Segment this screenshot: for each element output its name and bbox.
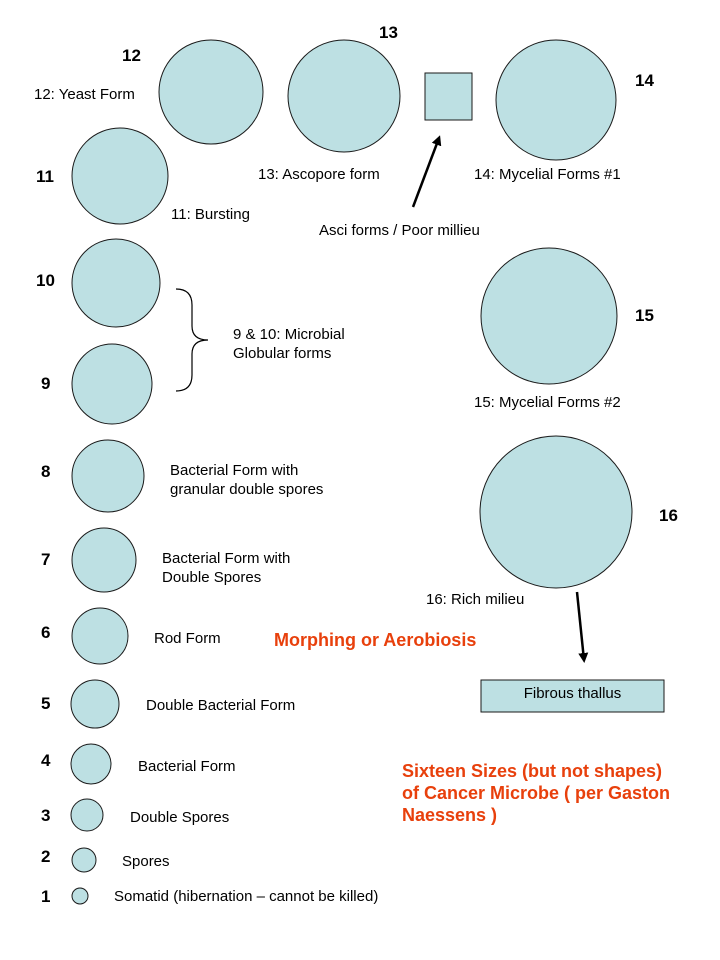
number-13: 13 — [379, 23, 398, 42]
circle-stage-12 — [158, 39, 264, 145]
number-4: 4 — [41, 751, 51, 770]
label-microbial-globular: 9 & 10: Microbial Globular forms — [233, 326, 345, 362]
label-stage-5: Double Bacterial Form — [146, 697, 296, 714]
circle-stage-6 — [71, 607, 129, 665]
number-2: 2 — [41, 847, 51, 866]
label-stage-12: 12: Yeast Form — [34, 86, 135, 103]
arrow-to-fibrous — [575, 591, 589, 663]
number-12: 12 — [122, 46, 141, 65]
circle-stage-9 — [71, 343, 153, 425]
label-stage-8: Bacterial Form with granular double spor… — [170, 462, 324, 498]
circle-stage-3 — [70, 798, 104, 832]
number-5: 5 — [41, 694, 51, 713]
number-1: 1 — [41, 887, 51, 906]
number-15: 15 — [635, 306, 654, 325]
arrow-to-asci — [411, 135, 442, 208]
circle-stage-13 — [287, 39, 401, 153]
diagram-title: Sixteen Sizes (but not shapes) of Cancer… — [402, 761, 671, 825]
label-stage-3: Double Spores — [130, 809, 230, 826]
label-stage-2: Spores — [122, 853, 170, 870]
number-14: 14 — [635, 71, 654, 90]
circle-stage-15 — [480, 247, 618, 385]
number-6: 6 — [41, 623, 51, 642]
label-asci-forms: Asci forms / Poor millieu — [319, 222, 480, 239]
number-16: 16 — [659, 506, 678, 525]
circle-stage-16 — [479, 435, 633, 589]
label-stage-4: Bacterial Form — [138, 758, 236, 775]
label-stage-1: Somatid (hibernation – cannot be killed) — [114, 888, 379, 905]
number-8: 8 — [41, 462, 51, 481]
label-stage-11: 11: Bursting — [171, 206, 250, 223]
circle-stage-14 — [495, 39, 617, 161]
circle-stage-10 — [71, 238, 161, 328]
label-stage-15: 15: Mycelial Forms #2 — [474, 394, 621, 411]
label-stage-14: 14: Mycelial Forms #1 — [474, 166, 621, 183]
label-stage-13: 13: Ascopore form — [258, 166, 380, 183]
asci-square — [424, 72, 473, 121]
circle-stage-2 — [71, 847, 97, 873]
number-7: 7 — [41, 550, 51, 569]
number-3: 3 — [41, 806, 51, 825]
circle-stage-8 — [71, 439, 145, 513]
fibrous-thallus-box — [480, 679, 665, 713]
label-morphing: Morphing or Aerobiosis — [274, 630, 477, 650]
brace-9-10 — [175, 288, 209, 392]
number-10: 10 — [36, 271, 55, 290]
circle-stage-1 — [71, 887, 89, 905]
label-stage-6: Rod Form — [154, 630, 221, 647]
circle-stage-4 — [70, 743, 112, 785]
label-stage-7: Bacterial Form with Double Spores — [162, 550, 291, 586]
label-stage-16: 16: Rich milieu — [426, 591, 525, 608]
circle-stage-7 — [71, 527, 137, 593]
label-fibrous-thallus: Fibrous thallus — [523, 685, 622, 702]
circle-stage-5 — [70, 679, 120, 729]
number-9: 9 — [41, 374, 51, 393]
circle-stage-11 — [71, 127, 169, 225]
number-11: 11 — [36, 167, 54, 186]
